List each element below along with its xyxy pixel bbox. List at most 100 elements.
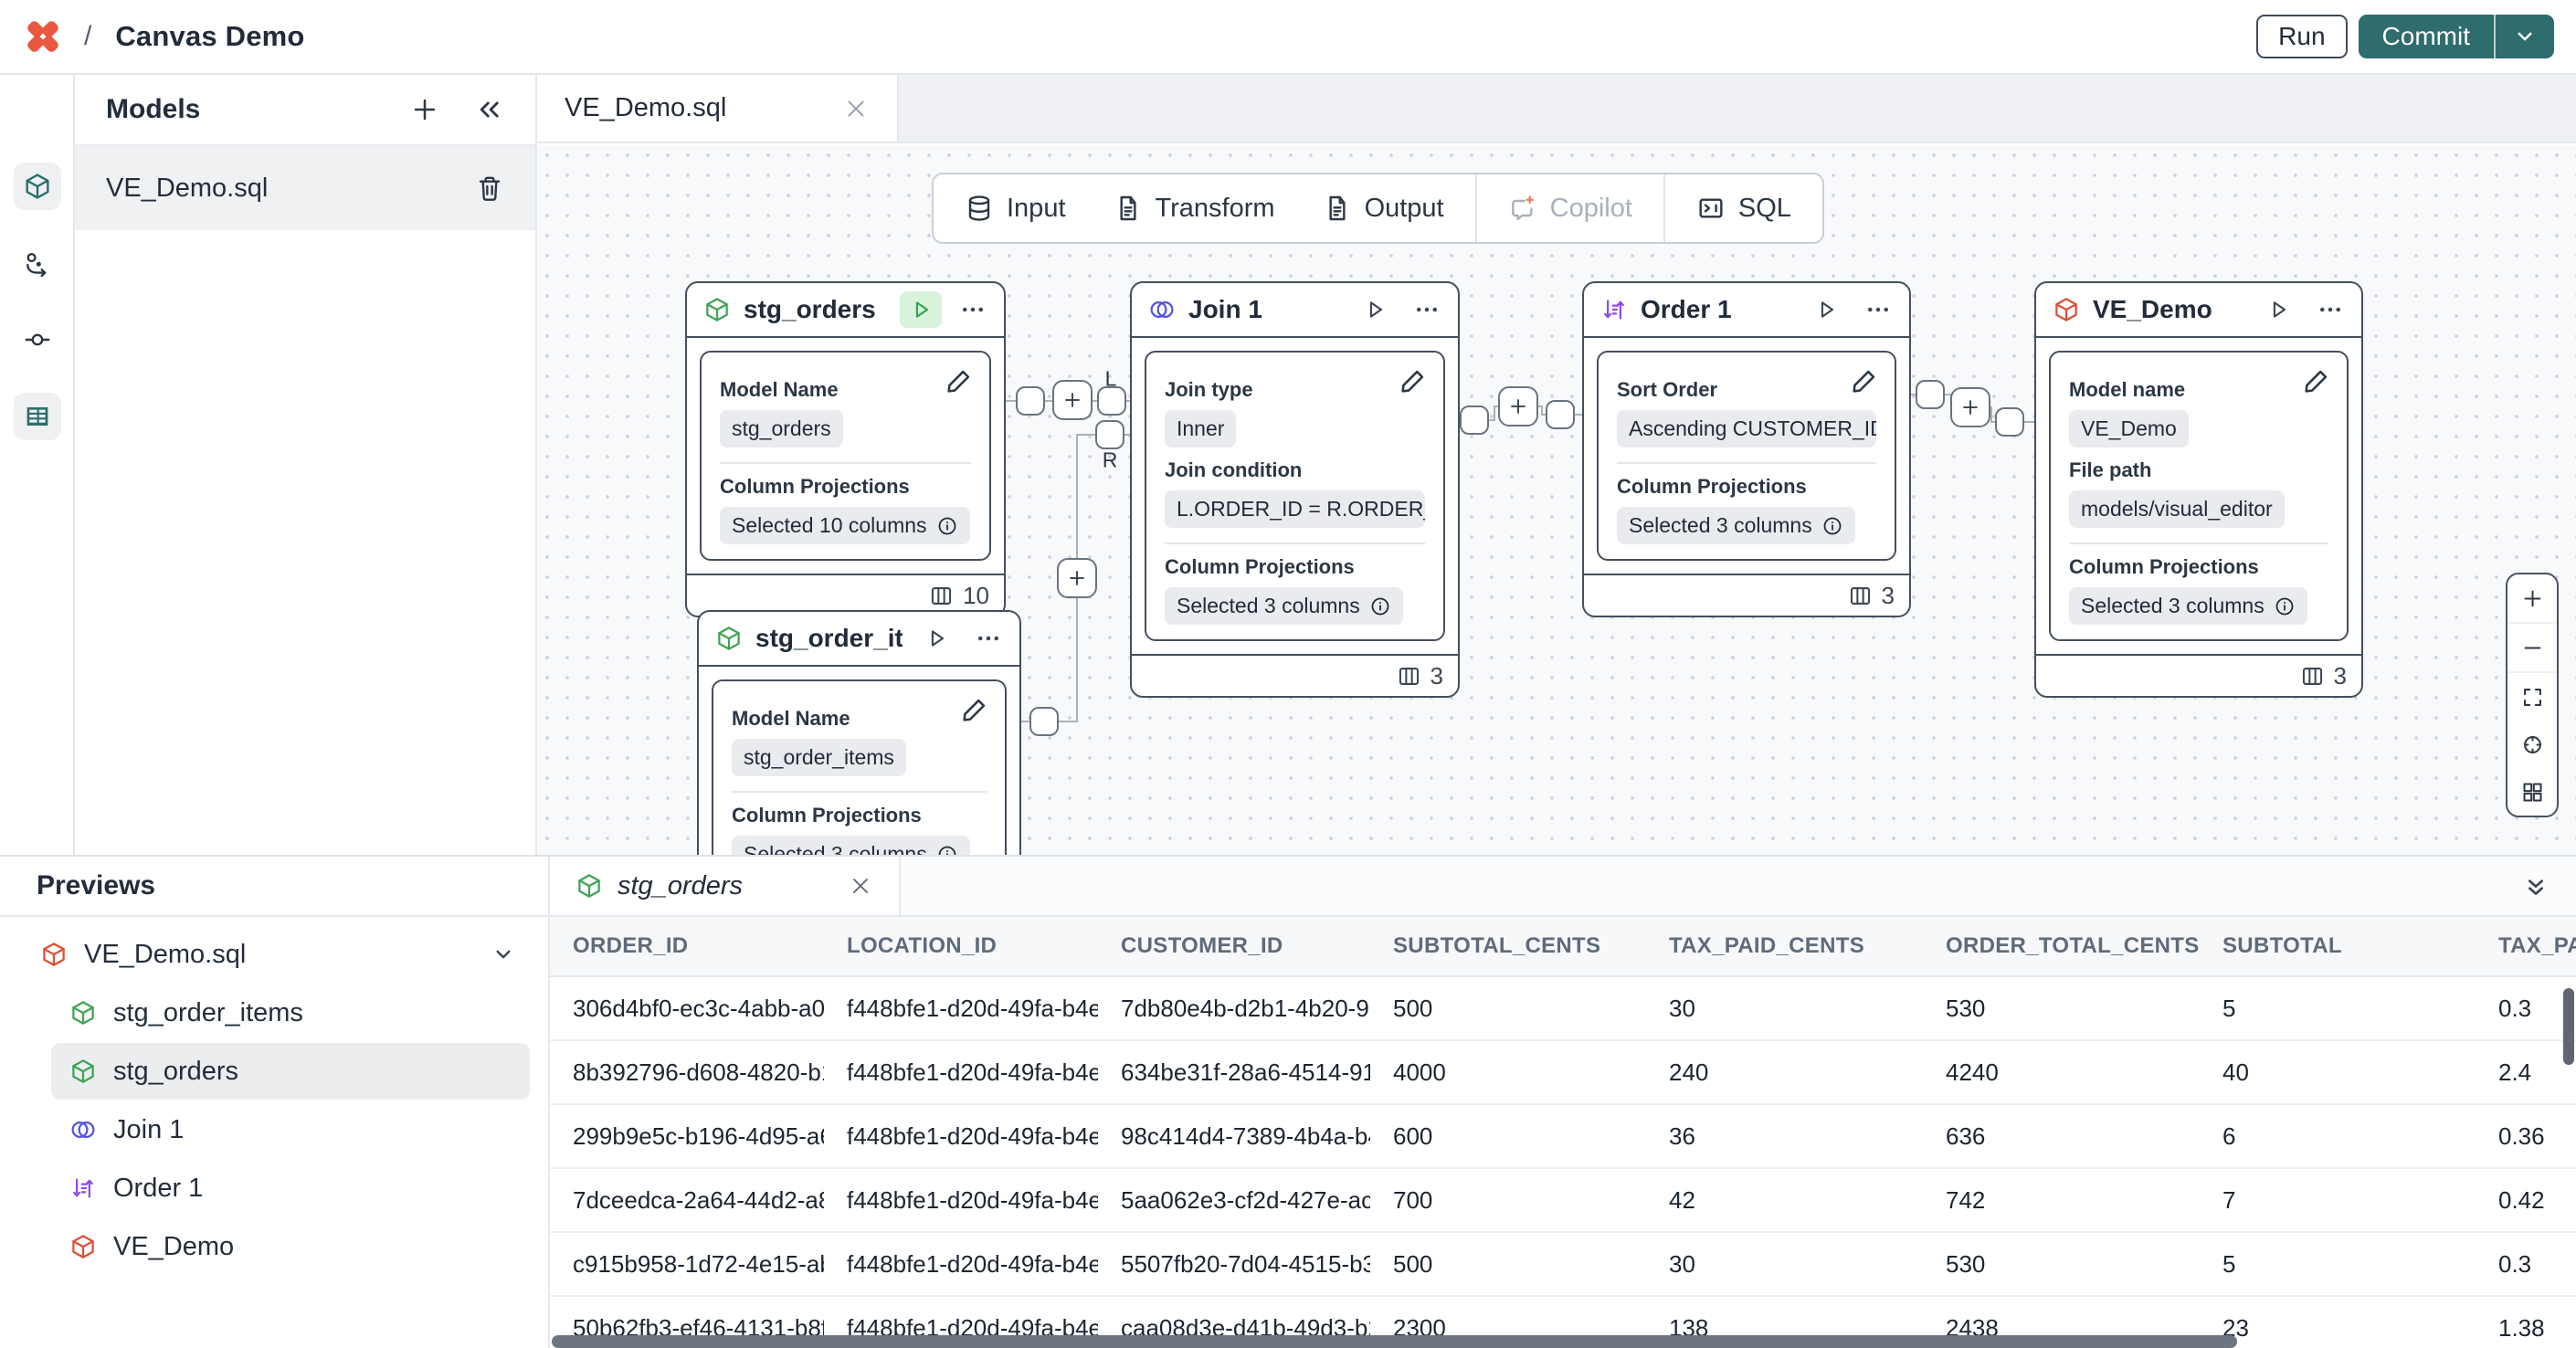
canvas-node-Join 1[interactable]: Join 1 Join type InnerJoin condition L.O… (1130, 281, 1460, 698)
edit-icon[interactable] (944, 365, 975, 396)
model-list-item[interactable]: VE_Demo.sql (75, 146, 535, 230)
connection-port[interactable] (1016, 386, 1045, 416)
minimap-button[interactable] (2507, 768, 2557, 816)
node-run-button[interactable] (2257, 291, 2299, 328)
toolbar-copilot-button[interactable]: Copilot (1484, 174, 1656, 242)
connection-port[interactable] (1097, 386, 1126, 416)
column-header[interactable]: ORDER_ID (573, 933, 689, 958)
edge-add-button[interactable] (1057, 558, 1097, 598)
canvas-node-stg_orders[interactable]: stg_orders Model Name stg_orders Column … (685, 281, 1006, 617)
run-button[interactable]: Run (2256, 15, 2348, 58)
toolbar-input-button[interactable]: Input (941, 174, 1090, 242)
node-menu-button[interactable] (2312, 291, 2349, 328)
projections-chip[interactable]: Selected 3 columns (2069, 587, 2307, 625)
vertical-scrollbar[interactable] (2563, 988, 2574, 1065)
connection-port[interactable] (1460, 405, 1489, 435)
node-run-button[interactable] (1354, 291, 1396, 328)
tree-item-VE_Demo[interactable]: VE_Demo (51, 1218, 530, 1275)
canvas-node-stg_order_items[interactable]: stg_order_items Model Name stg_order_ite… (697, 610, 1021, 855)
models-panel: Models VE_Demo.sql (75, 75, 537, 855)
node-menu-button[interactable] (1860, 291, 1896, 328)
commit-dropdown-button[interactable] (2496, 15, 2554, 58)
node-run-button[interactable] (1805, 291, 1847, 328)
field-value-chip[interactable]: Inner (1165, 410, 1237, 448)
projections-chip[interactable]: Selected 10 columns (720, 507, 970, 544)
app-logo-icon[interactable] (22, 16, 64, 58)
table-cell: 634be31f-28a6-4514-91b4 (1121, 1058, 1370, 1086)
field-value-chip[interactable]: Ascending CUSTOMER_ID (1617, 410, 1876, 448)
edit-icon[interactable] (959, 694, 990, 725)
edit-icon[interactable] (1849, 365, 1880, 396)
node-run-button[interactable] (915, 620, 957, 657)
projections-chip[interactable]: Selected 3 columns (732, 836, 970, 855)
connection-port[interactable] (1995, 407, 2024, 437)
edit-icon[interactable] (1398, 365, 1429, 396)
edit-icon[interactable] (2301, 365, 2332, 396)
column-header[interactable]: SUBTOTAL (2222, 933, 2342, 958)
zoom-in-button[interactable] (2507, 574, 2557, 622)
rail-lineage-button[interactable] (14, 240, 61, 288)
node-menu-button[interactable] (1409, 291, 1445, 328)
commit-button[interactable]: Commit (2359, 15, 2494, 58)
column-header[interactable]: LOCATION_ID (847, 933, 998, 958)
node-run-button[interactable] (900, 291, 942, 328)
field-value-chip[interactable]: L.ORDER_ID = R.ORDER_ID (1165, 490, 1425, 528)
delete-model-button[interactable] (475, 174, 504, 203)
node-menu-button[interactable] (970, 620, 1007, 657)
tree-item-stg_order_items[interactable]: stg_order_items (51, 985, 530, 1041)
edge-add-button[interactable] (1498, 386, 1538, 427)
field-value-chip[interactable]: stg_orders (720, 410, 843, 448)
tree-item-Join 1[interactable]: Join 1 (51, 1101, 530, 1158)
preview-tab[interactable]: stg_orders (550, 857, 901, 915)
node-header: stg_orders (687, 283, 1004, 338)
edge-add-button[interactable] (1052, 380, 1093, 420)
column-header[interactable]: SUBTOTAL_CENTS (1393, 933, 1601, 958)
collapse-panel-button[interactable] (473, 94, 504, 125)
canvas-node-Order 1[interactable]: Order 1 Sort Order Ascending CUSTOMER_ID… (1582, 281, 1911, 617)
close-icon[interactable] (848, 873, 873, 899)
tree-item-Order 1[interactable]: Order 1 (51, 1160, 530, 1216)
preview-table: ORDER_ID LOCATION_ID CUSTOMER_ID SUBTOTAL_C… (548, 917, 2576, 1348)
toolbar-button-label: Output (1364, 193, 1444, 223)
field-value-chip[interactable]: VE_Demo (2069, 410, 2189, 448)
field-value-chip[interactable]: stg_order_items (732, 739, 906, 776)
toolbar-transform-button[interactable]: Transform (1090, 174, 1299, 242)
toolbar-output-button[interactable]: Output (1299, 174, 1468, 242)
column-header[interactable]: ORDER_TOTAL_CENTS (1946, 933, 2200, 958)
edge-add-button[interactable] (1950, 387, 1990, 427)
rail-commits-button[interactable] (14, 316, 61, 363)
connection-port[interactable] (1546, 400, 1575, 429)
rail-previews-button[interactable] (14, 393, 61, 440)
rail-models-button[interactable] (14, 163, 61, 210)
connection-port[interactable] (1095, 420, 1124, 449)
field-value-chip[interactable]: models/visual_editor (2069, 490, 2285, 528)
join-icon (69, 1116, 97, 1143)
add-model-button[interactable] (409, 94, 440, 125)
connection-port[interactable] (1916, 380, 1945, 409)
zoom-out-button[interactable] (2507, 624, 2557, 671)
horizontal-scrollbar[interactable] (552, 1335, 2237, 1348)
close-icon[interactable] (842, 95, 870, 122)
column-header[interactable]: TAX_PAID (2498, 933, 2576, 958)
chevron-down-icon[interactable] (490, 941, 517, 968)
collapse-previews-button[interactable] (2516, 868, 2556, 908)
canvas-tab[interactable]: VE_Demo.sql (537, 75, 899, 142)
fit-view-button[interactable] (2507, 721, 2557, 768)
projections-chip[interactable]: Selected 3 columns (1165, 587, 1403, 625)
projections-chip[interactable]: Selected 3 columns (1617, 507, 1855, 544)
column-header[interactable]: TAX_PAID_CENTS (1669, 933, 1865, 958)
tree-item-stg_orders[interactable]: stg_orders (51, 1043, 530, 1100)
node-menu-button[interactable] (955, 291, 991, 328)
fullscreen-button[interactable] (2507, 673, 2557, 721)
toolbar-sql-button[interactable]: SQL (1673, 174, 1815, 242)
tree-item-VE_Demo.sql[interactable]: VE_Demo.sql (22, 926, 530, 983)
connection-port[interactable] (1029, 707, 1059, 736)
column-header[interactable]: CUSTOMER_ID (1121, 933, 1283, 958)
